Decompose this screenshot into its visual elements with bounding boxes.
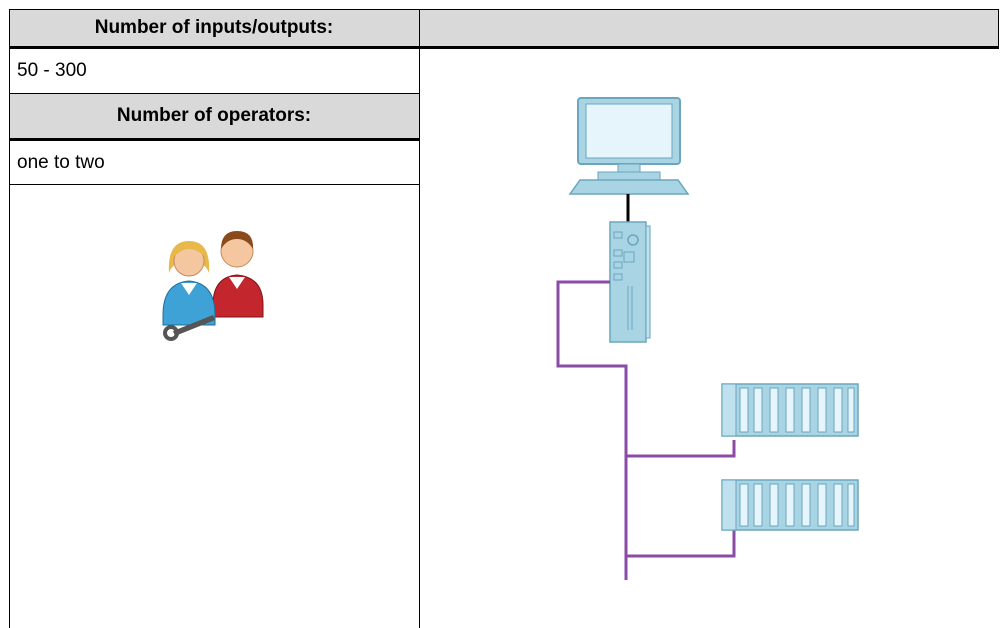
row-rule-3: [9, 184, 419, 185]
bus-line: [556, 280, 736, 580]
operators-header: Number of operators:: [9, 94, 419, 138]
io-count-header: Number of inputs/outputs:: [9, 9, 419, 46]
operator-female-icon: [162, 241, 216, 326]
table-border-right: [998, 9, 999, 46]
io-count-value: 50 - 300: [9, 50, 419, 92]
automation-station-icon: [609, 221, 651, 343]
io-count-value-text: 50 - 300: [17, 60, 87, 81]
operator-male-icon: [212, 231, 264, 318]
column-divider: [419, 9, 420, 628]
operators-value-text: one to two: [17, 152, 105, 173]
system-diagram: [556, 97, 859, 580]
io-count-header-label: Number of inputs/outputs:: [94, 16, 334, 38]
table-border-top: [9, 9, 999, 10]
table-border-left: [9, 9, 10, 628]
operators-header-label: Number of operators:: [116, 105, 312, 126]
header-rule-thick: [9, 46, 999, 49]
wrench-icon: [163, 315, 215, 341]
config-table: Number of inputs/outputs: 50 - 300 Numbe…: [9, 9, 999, 628]
desktop-pc-icon: [568, 97, 690, 195]
operators-icon: [162, 231, 264, 341]
io-module-rack-icon: [721, 479, 859, 531]
diagram-header: [419, 9, 999, 46]
operators-value: one to two: [9, 142, 419, 184]
row-rule-2-thick: [9, 138, 419, 141]
io-module-rack-icon: [721, 383, 859, 437]
row-rule-1: [9, 93, 419, 94]
